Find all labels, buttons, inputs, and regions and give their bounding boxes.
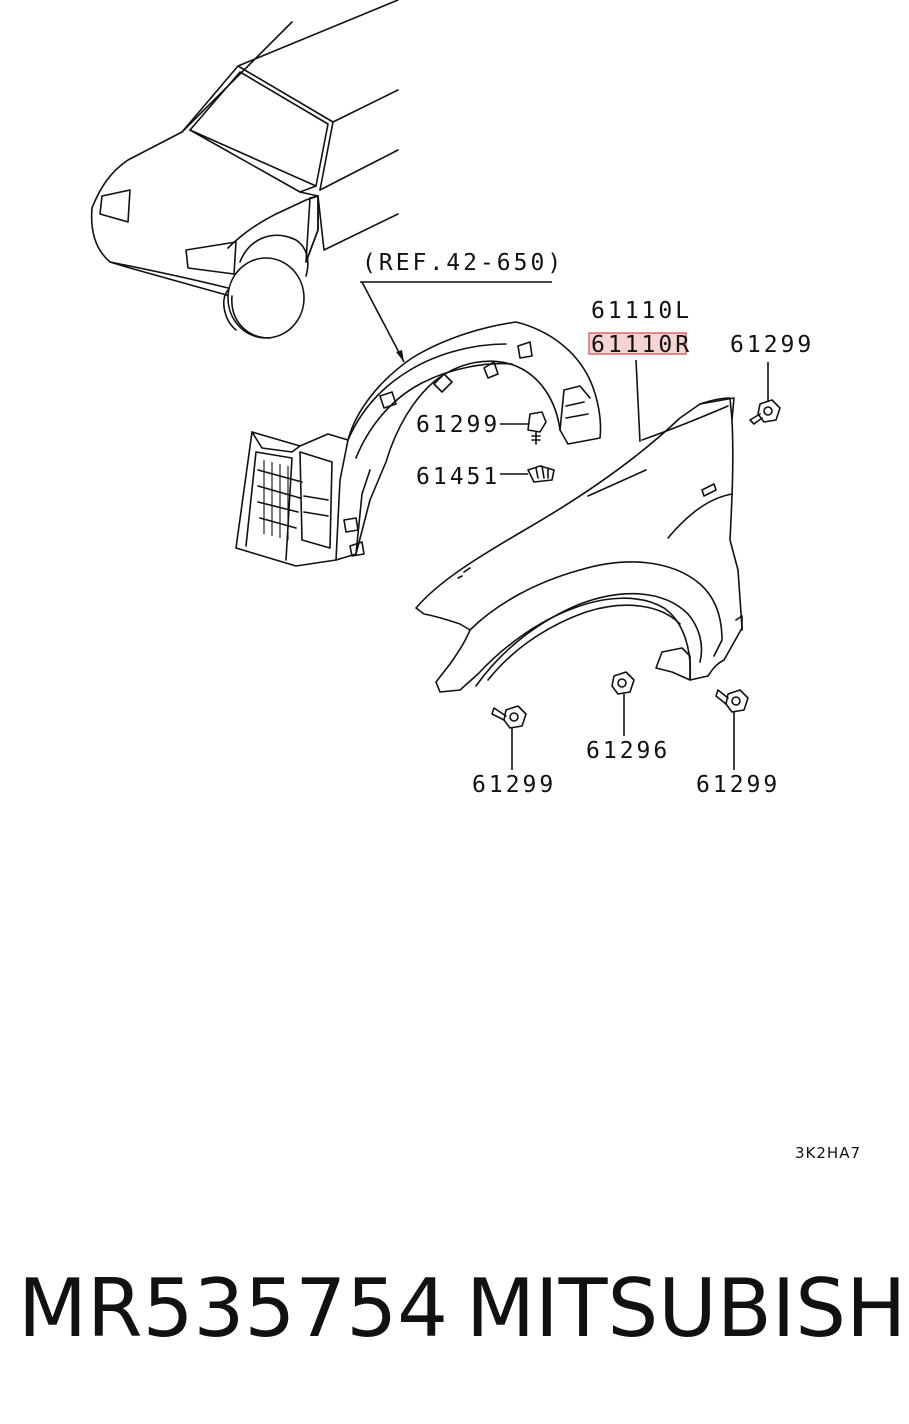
- callout-61299-middle: 61299: [416, 412, 500, 438]
- clip: 61451: [416, 464, 555, 490]
- part-number: MR535754: [18, 1262, 448, 1355]
- fender-liner: [235, 321, 602, 567]
- ref-label: (REF.42-650): [362, 250, 564, 276]
- bolt-bottom-left: 61299: [472, 705, 556, 798]
- bolt-bottom-right: 61299: [696, 689, 780, 798]
- callout-61299-top-right: 61299: [730, 332, 814, 358]
- front-fender: [415, 397, 743, 693]
- fender-callouts: 61110L 61110R: [588, 298, 692, 443]
- parts-diagram: (REF.42-650): [90, 0, 861, 1162]
- callout-61110L: 61110L: [591, 298, 692, 324]
- vehicle-overview: [90, 0, 399, 339]
- callout-61299-bottom-left: 61299: [472, 772, 556, 798]
- diagram-code: 3K2HA7: [795, 1144, 861, 1162]
- callout-61110R-highlight: [588, 332, 687, 355]
- ref-callout: (REF.42-650): [360, 250, 564, 363]
- bolt-top-right: 61299: [730, 332, 814, 425]
- callout-61110R: 61110R: [591, 332, 692, 358]
- brand-name: MITSUBISHI: [466, 1262, 909, 1355]
- footer: MR535754 MITSUBISHI: [0, 1262, 909, 1372]
- callout-61296: 61296: [586, 738, 670, 764]
- callout-61299-bottom-right: 61299: [696, 772, 780, 798]
- nut: 61296: [586, 671, 670, 764]
- bolt-middle: 61299: [416, 411, 547, 445]
- callout-61451: 61451: [416, 464, 500, 490]
